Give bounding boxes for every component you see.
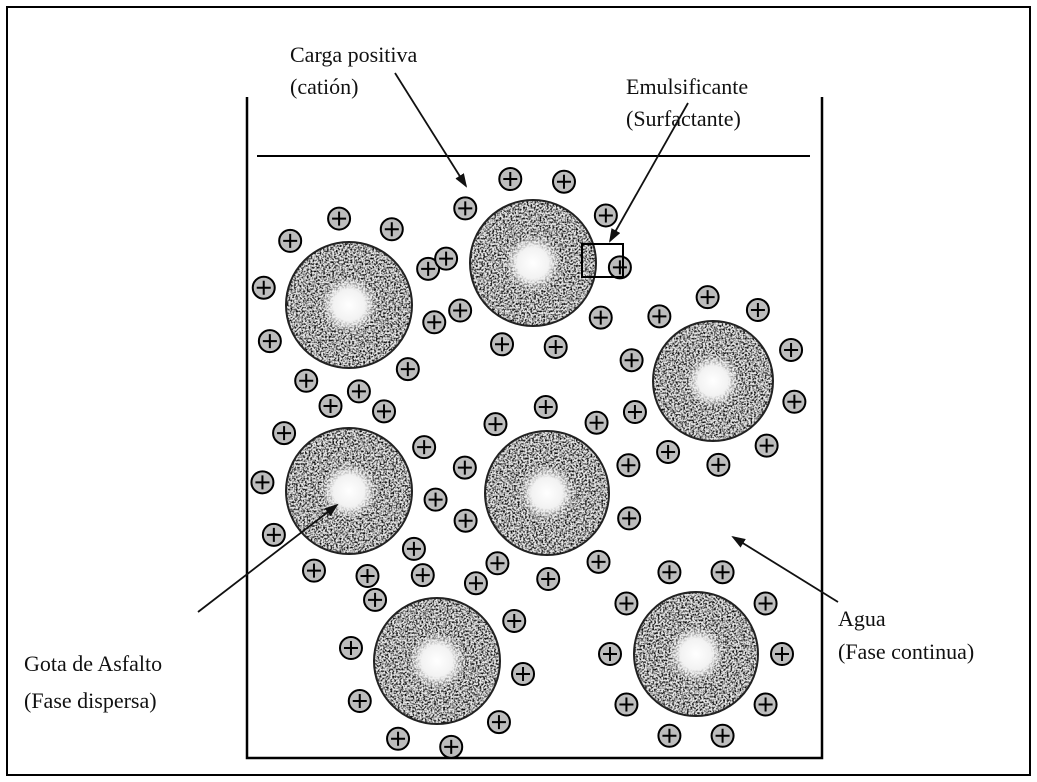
cation-charge-icon [356,565,378,587]
cation-charge-icon [545,336,567,358]
droplet-label-line1: Gota de Asfalto [24,649,162,679]
cation-charge-icon [423,311,445,333]
cation-charge-icon [537,568,559,590]
cation-charge-icon [503,610,525,632]
cation-charge-icon [413,436,435,458]
cation-charge-icon [253,277,275,299]
cation-charge-icon [303,560,325,582]
cation-charge-icon [491,333,513,355]
cation-charge-icon [624,401,646,423]
asphalt-droplet [599,561,793,747]
cation-charge-icon [586,412,608,434]
cation-arrow [395,73,466,186]
cation-charge-icon [499,168,521,190]
cation-charge-icon [747,299,769,321]
water-label-line2: (Fase continua) [838,637,974,667]
cation-charge-icon [279,230,301,252]
cation-charge-icon [553,171,575,193]
cation-charge-icon [657,441,679,463]
cation-charge-icon [454,197,476,219]
cation-charge-icon [697,286,719,308]
cation-charge-icon [756,435,778,457]
cation-charge-icon [486,552,508,574]
cation-charge-icon [590,307,612,329]
cation-charge-icon [465,572,487,594]
asphalt-droplet [435,168,631,358]
cation-charge-icon [648,305,670,327]
cation-charge-icon [373,400,395,422]
cation-charge-icon [658,725,680,747]
cation-charge-icon [609,256,631,278]
cation-charge-icon [328,208,350,230]
cation-charge-icon [251,471,273,493]
cation-charge-icon [712,561,734,583]
cation-charge-icon [755,694,777,716]
cation-charge-icon [658,561,680,583]
emulsifier-label-line1: Emulsificante [626,72,748,102]
asphalt-droplet [251,395,446,587]
cation-charge-icon [488,711,510,733]
cation-charge-icon [412,564,434,586]
cation-charge-icon [320,395,342,417]
cation-charge-icon [263,524,285,546]
cation-charge-icon [364,589,386,611]
cation-charge-icon [259,330,281,352]
cation-charge-icon [615,592,637,614]
cation-charge-icon [783,391,805,413]
cation-charge-icon [425,489,447,511]
cation-charge-icon [512,663,534,685]
cation-charge-icon [381,218,403,240]
asphalt-droplet [454,396,640,590]
cation-charge-icon [707,454,729,476]
cation-label-line1: Carga positiva [290,40,417,70]
asphalt-droplet [621,286,806,476]
droplet-label-line2: (Fase dispersa) [24,686,157,716]
cation-charge-icon [755,592,777,614]
cation-charge-icon [595,204,617,226]
cation-charge-icon [454,457,476,479]
cation-label-line2: (catión) [290,72,358,102]
cation-charge-icon [348,380,370,402]
cation-charge-icon [440,736,462,758]
cation-charge-icon [618,507,640,529]
cation-charge-icon [588,551,610,573]
cation-charge-icon [615,694,637,716]
cation-charge-icon [295,370,317,392]
cation-charge-icon [449,300,471,322]
cation-charge-icon [771,643,793,665]
cation-charge-icon [621,349,643,371]
cation-charge-icon [340,637,362,659]
cation-charge-icon [712,725,734,747]
asphalt-droplet [253,208,446,403]
cation-charge-icon [387,728,409,750]
cation-charge-icon [484,413,506,435]
cation-charge-icon [435,248,457,270]
cation-charge-icon [403,538,425,560]
cation-charge-icon [455,510,477,532]
cation-charge-icon [780,339,802,361]
asphalt-droplet [340,564,534,758]
cation-charge-icon [349,690,371,712]
cation-charge-icon [397,358,419,380]
droplet-arrow [198,505,337,612]
cation-charge-icon [273,422,295,444]
cation-charge-icon [617,454,639,476]
cation-charge-icon [599,643,621,665]
emulsifier-label-line2: (Surfactante) [626,104,741,134]
cation-charge-icon [535,396,557,418]
water-label-line1: Agua [838,604,886,634]
